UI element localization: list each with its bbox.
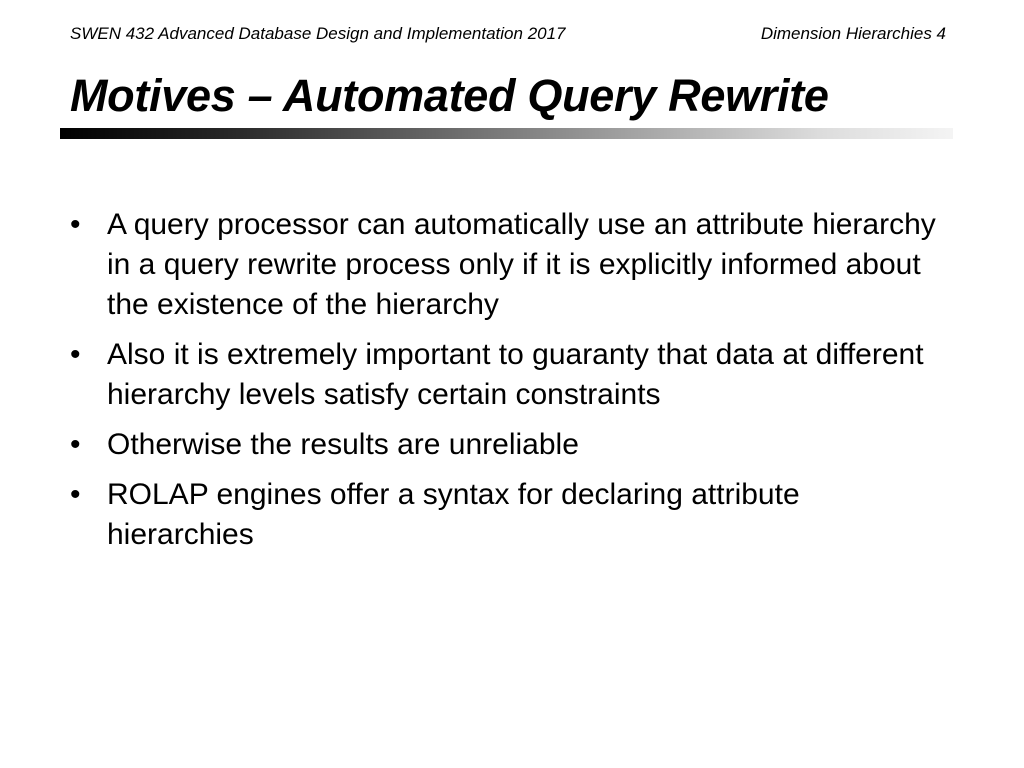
bullet-text: Also it is extremely important to guaran…: [107, 338, 924, 411]
bullet-dot-icon: •: [70, 208, 81, 241]
bullet-item: • Also it is extremely important to guar…: [70, 335, 950, 415]
bullet-dot-icon: •: [70, 428, 81, 461]
course-header: SWEN 432 Advanced Database Design and Im…: [70, 24, 566, 43]
topic-header: Dimension Hierarchies 4: [760, 24, 946, 43]
bullet-dot-icon: •: [70, 338, 81, 371]
bullet-item: • Otherwise the results are unreliable: [70, 425, 950, 465]
bullet-item: • ROLAP engines offer a syntax for decla…: [70, 475, 950, 555]
bullet-text: ROLAP engines offer a syntax for declari…: [107, 478, 800, 551]
slide-title: Motives – Automated Query Rewrite: [70, 70, 829, 121]
bullet-dot-icon: •: [70, 478, 81, 511]
bullet-text: A query processor can automatically use …: [107, 208, 936, 321]
title-divider: [60, 128, 953, 139]
bullet-text: Otherwise the results are unreliable: [107, 428, 579, 461]
bullet-list: • A query processor can automatically us…: [70, 205, 950, 565]
bullet-item: • A query processor can automatically us…: [70, 205, 950, 325]
